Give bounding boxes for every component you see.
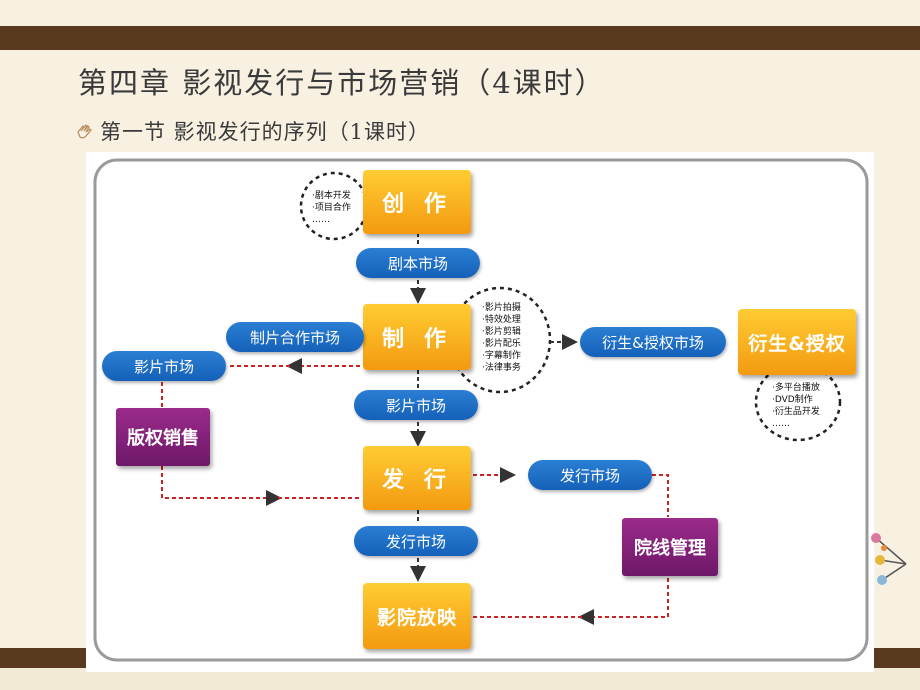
derivative-market-pill: 衍生&授权市场 [580,327,726,357]
section-subtitle: 第一节 影视发行的序列（1课时） [100,120,431,144]
diagram-frame [93,158,869,662]
distribution-box: 发 行 [363,446,471,510]
produce-notes: ·影片拍摄 ·特效处理 ·影片剪辑 ·影片配乐 ·字幕制作 ·法律事务 [482,303,521,373]
cinema-screening-box: 影院放映 [363,583,471,649]
copyright-sales-box: 版权销售 [116,408,210,466]
pointing-hand-icon [77,124,92,139]
film-market-left-pill: 影片市场 [102,351,226,381]
script-market-pill: 剧本市场 [356,248,480,278]
bottom-strip [0,668,920,690]
create-notes: ·剧本开发 ·项目合作 …… [312,191,351,225]
page-title: 第四章 影视发行与市场营销（4课时） [78,66,606,100]
top-banner [0,26,920,50]
film-market-center-pill: 影片市场 [354,390,478,420]
diagram-panel [86,152,874,672]
produce-box: 制 作 [363,304,471,370]
derivative-notes: ·多平台播放 ·DVD制作 ·衍生品开发 …… [772,383,820,429]
distribution-market-center-pill: 发行市场 [354,526,478,556]
produce-notes-circle [448,286,552,394]
decorative-flowers-icon [871,533,907,585]
derivative-notes-circle [754,362,842,442]
create-box: 创 作 [363,170,471,234]
derivative-box: 衍生&授权 [738,309,856,375]
cinema-management-box: 院线管理 [622,518,718,576]
coproduction-market-pill: 制片合作市场 [226,322,364,352]
distribution-market-right-pill: 发行市场 [528,460,652,490]
